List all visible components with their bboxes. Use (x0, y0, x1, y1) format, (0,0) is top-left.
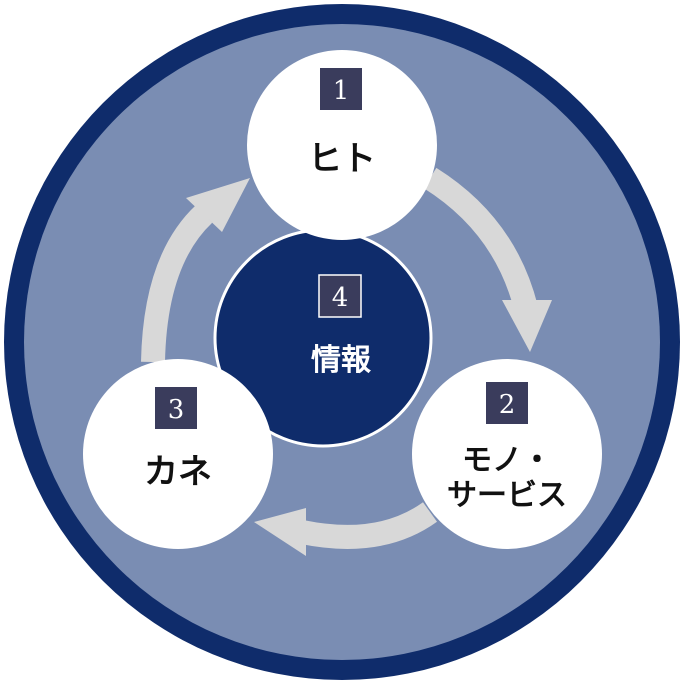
cycle-arrows (141, 167, 552, 556)
node-hito-badge (320, 68, 362, 110)
arrow-hito-to-mono (423, 167, 538, 312)
node-mono-service-label-line2: サービス (447, 478, 567, 513)
node-kane-label: カネ (144, 452, 212, 492)
center-label: 情報 (311, 343, 372, 378)
node-mono-service: 2 モノ・ サービス (412, 359, 602, 549)
node-kane-circle (83, 359, 273, 549)
node-mono-service-circle (412, 359, 602, 549)
node-kane-badge-number: 3 (168, 395, 185, 425)
node-hito-label: ヒト (308, 139, 376, 179)
node-hito-circle (247, 50, 437, 240)
arrow-head-hito-to-mono (502, 300, 552, 352)
node-kane: 3 カネ (83, 359, 273, 549)
center-badge-number: 4 (332, 283, 349, 313)
center-node: 4 情報 (213, 228, 433, 448)
arrow-mono-to-kane (299, 502, 438, 549)
arrow-head-mono-to-kane (254, 508, 306, 556)
arrow-kane-to-hito (141, 205, 213, 363)
node-mono-service-badge (486, 382, 528, 424)
node-hito-badge-number: 1 (333, 76, 350, 106)
node-hito: 1 ヒト (247, 50, 437, 240)
center-badge (318, 274, 362, 318)
node-mono-service-label-line1: モノ・ (462, 443, 552, 478)
node-kane-badge (155, 387, 197, 429)
arrow-head-kane-to-hito (186, 178, 250, 232)
node-mono-service-badge-number: 2 (499, 390, 516, 420)
